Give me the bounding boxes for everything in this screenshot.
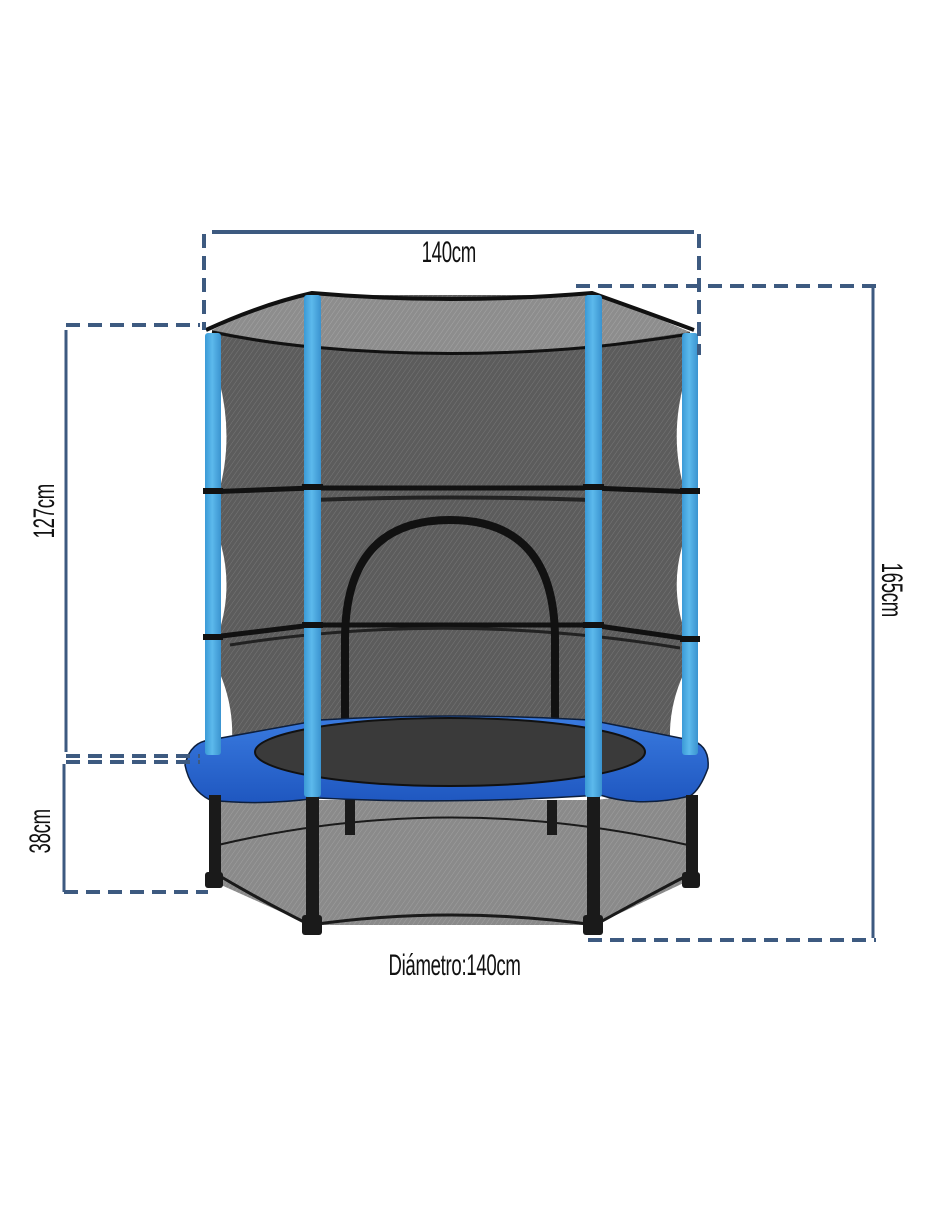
dimension-lines bbox=[62, 230, 876, 942]
frame-legs bbox=[205, 795, 700, 935]
diameter-label: Diámetro:140cm bbox=[300, 951, 610, 981]
total-height-label: 165cm bbox=[875, 535, 908, 645]
leg-height-value: 38cm bbox=[24, 808, 57, 854]
top-width-label: 140cm bbox=[394, 238, 504, 268]
top-width-value: 140cm bbox=[421, 236, 477, 269]
enclosure-height-value: 127cm bbox=[28, 483, 61, 539]
leg-height-label: 38cm bbox=[24, 776, 57, 886]
padded-poles bbox=[203, 295, 700, 797]
enclosure-height-label: 127cm bbox=[28, 456, 61, 566]
diameter-value: Diámetro:140cm bbox=[388, 949, 522, 982]
total-height-value: 165cm bbox=[875, 562, 908, 618]
lower-safety-net bbox=[210, 790, 690, 927]
